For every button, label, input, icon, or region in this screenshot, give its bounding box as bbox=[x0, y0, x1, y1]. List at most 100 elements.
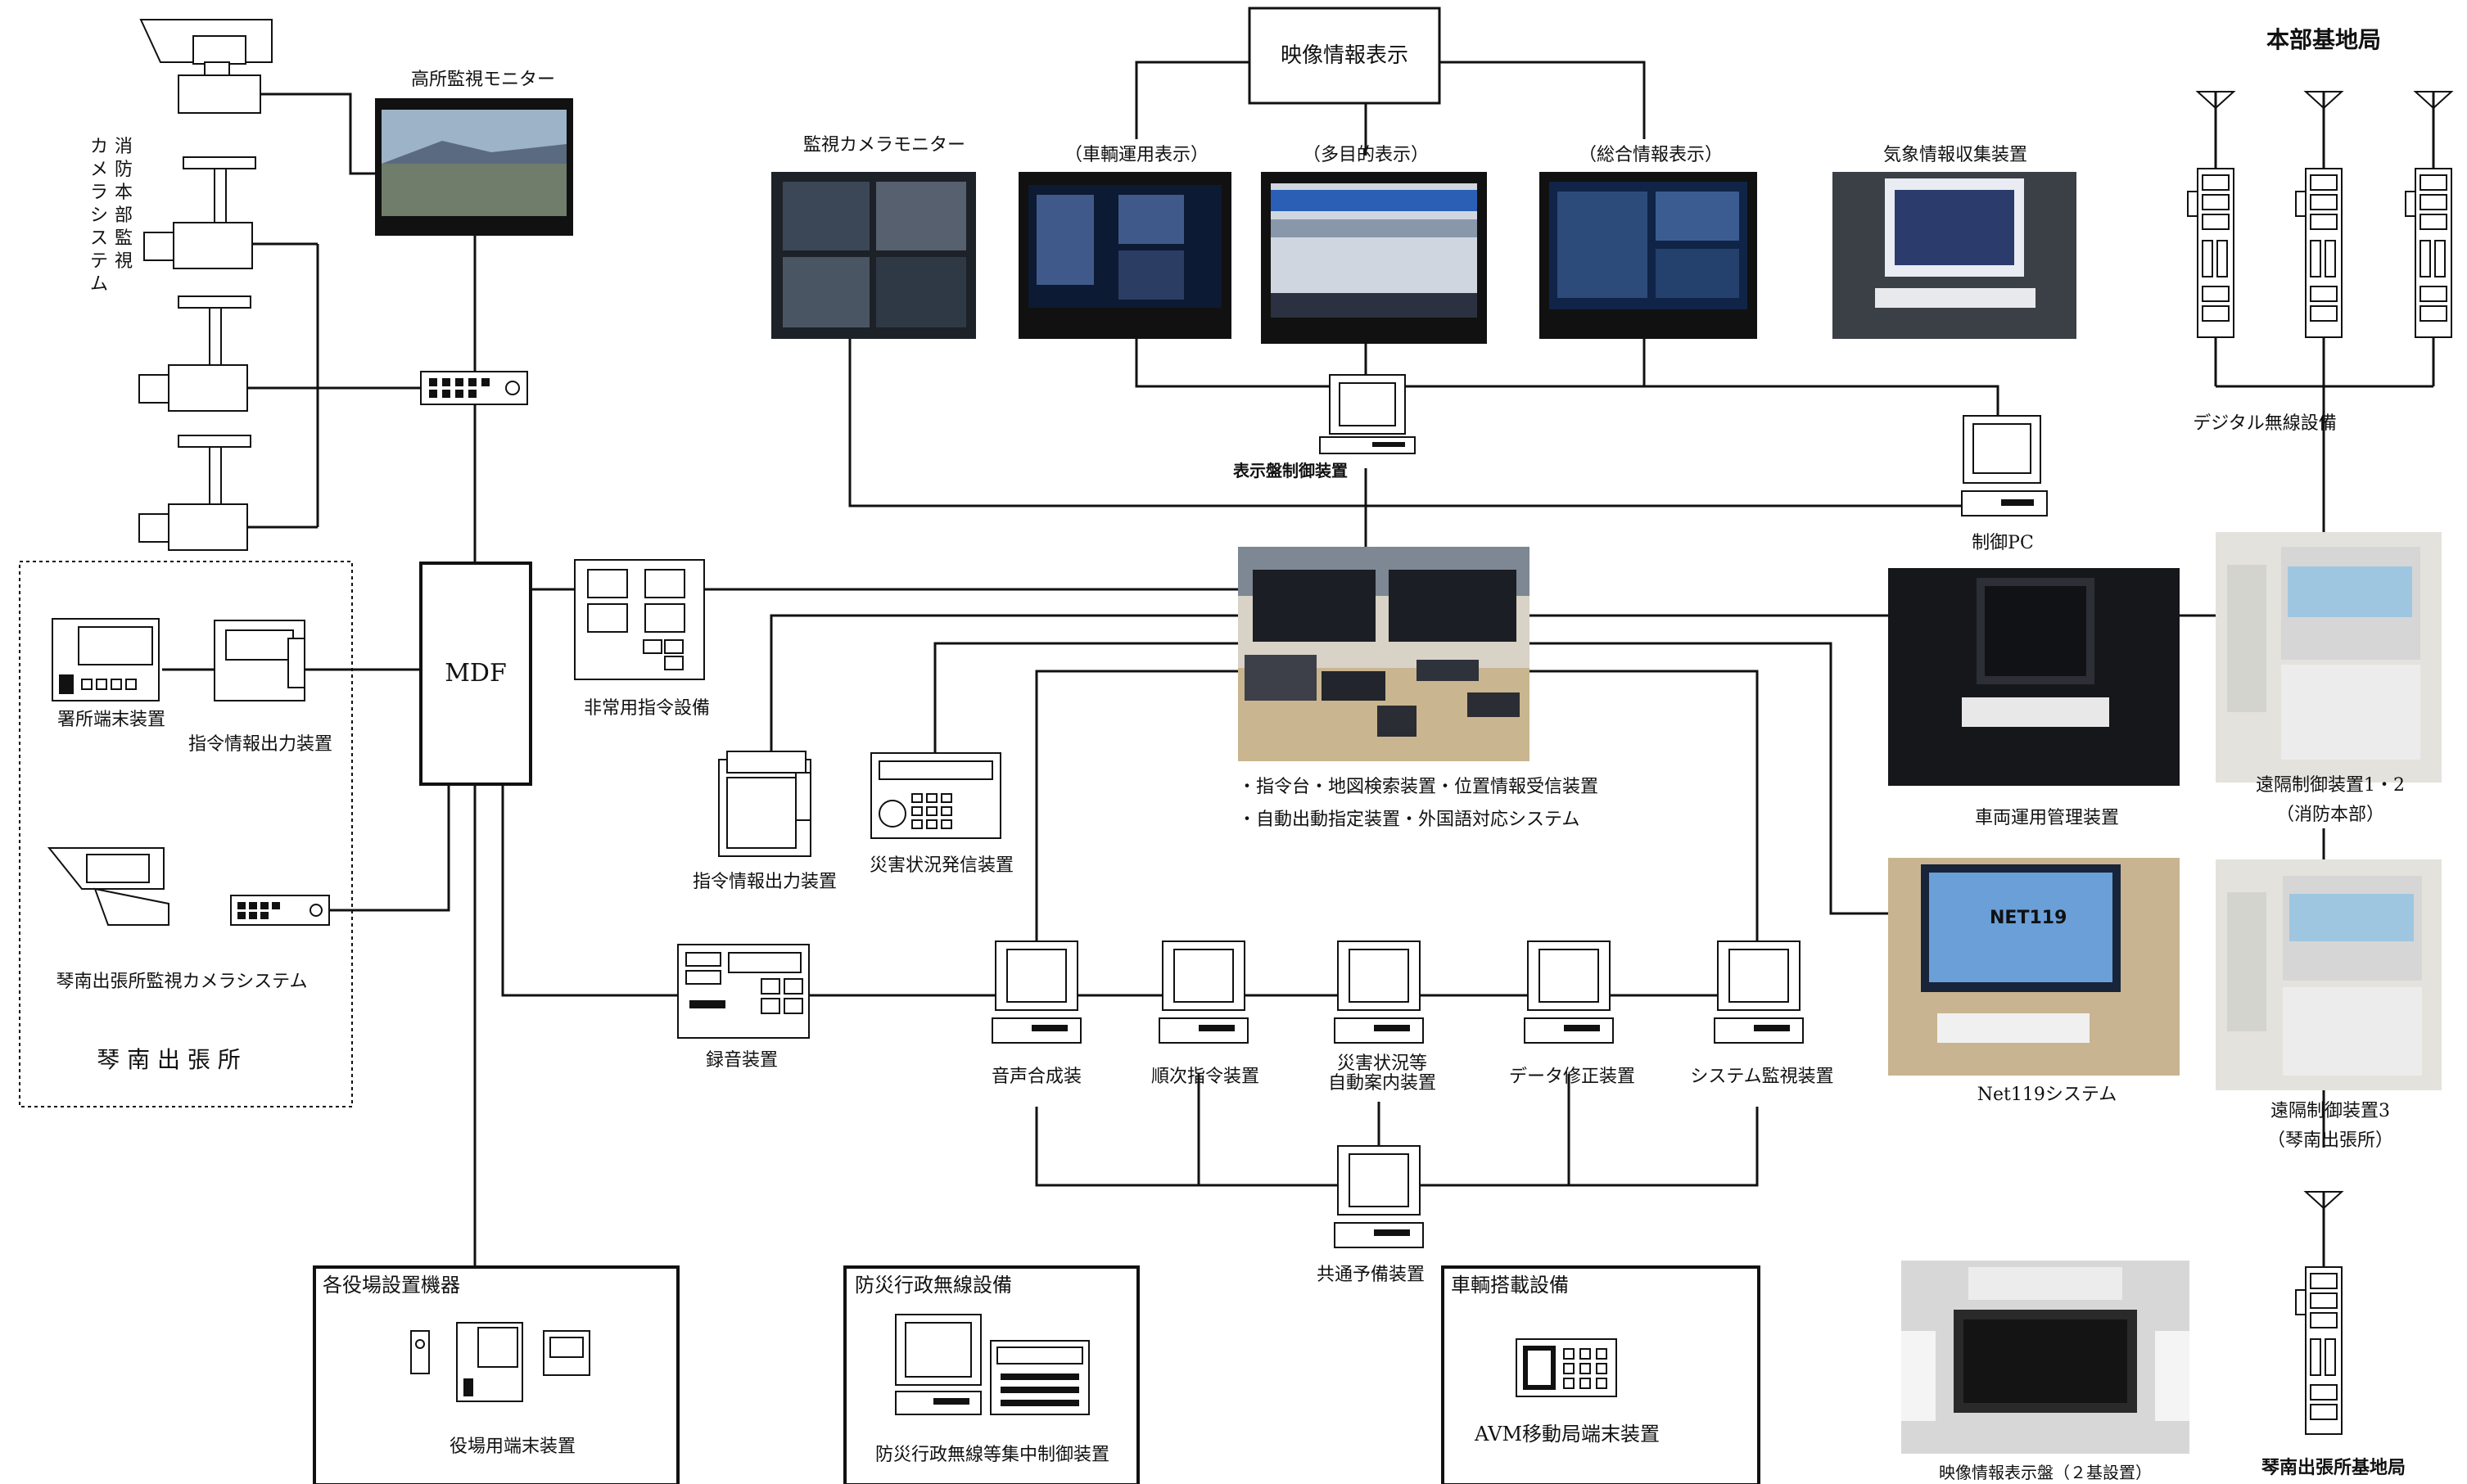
elevated-monitor: 高所監視モニター bbox=[375, 70, 573, 236]
workstation-voice-synth: 音声合成装 bbox=[992, 940, 1082, 1087]
disaster-radio-group: 防災行政無線設備 防災行政無線等集中制御装置 bbox=[843, 1265, 1140, 1484]
surveillance-monitor: 監視カメラモニター bbox=[771, 135, 976, 339]
workstation-system-monitor: システム監視装置 bbox=[1690, 940, 1834, 1087]
printer-icon: 指令情報出力装置 bbox=[188, 620, 332, 755]
radio-unit-icon bbox=[2295, 168, 2343, 338]
net119-photo: NET119 Net119システム bbox=[1888, 858, 2180, 1105]
radio-unit-icon bbox=[2405, 168, 2452, 338]
elevated-monitor-label: 高所監視モニター bbox=[411, 70, 555, 90]
vehicle-equipment-group: 車輌搭載設備 AVM移動局端末装置 bbox=[1441, 1265, 1760, 1484]
kotonami-base-station-label: 琴南出張所基地局 bbox=[2261, 1458, 2406, 1478]
kotonami-office-group: 署所端末装置 指令情報出力装置 琴南出張所監視カメラシステム 琴 南 出 張 所 bbox=[19, 561, 353, 1107]
vehicle-management-photo: 車両運用管理装置 bbox=[1888, 568, 2180, 828]
command-console-photo: ・指令台・地図検索装置・位置情報受信装置 ・自動出動指定装置・外国語対応システム bbox=[1238, 547, 1598, 830]
switch-icon bbox=[420, 371, 528, 405]
general-display-label: （総合情報表示） bbox=[1579, 145, 1723, 165]
video-display-panel-photo: 映像情報表示盤（２基設置） bbox=[1901, 1261, 2189, 1482]
recorder-label: 録音装置 bbox=[706, 1050, 778, 1071]
mdf-label: MDF bbox=[445, 659, 507, 688]
voice-synth-label: 音声合成装 bbox=[992, 1067, 1082, 1087]
pc-icon bbox=[1159, 940, 1249, 1044]
hq-base-station: 本部基地局 bbox=[2187, 26, 2454, 434]
disaster-auto-label-2: 自動案内装置 bbox=[1328, 1073, 1436, 1094]
weather-collector: 気象情報収集装置 bbox=[1832, 145, 2076, 339]
vehicle-operation-display: （車輌運用表示） bbox=[1019, 145, 1231, 339]
mdf: MDF bbox=[419, 562, 532, 786]
camera-icon bbox=[138, 435, 251, 551]
net119-screen-text: NET119 bbox=[1990, 908, 2067, 928]
avm-terminal-label: AVM移動局端末装置 bbox=[1474, 1423, 1660, 1446]
camera-icon bbox=[143, 156, 256, 269]
terminal-icon bbox=[410, 1322, 590, 1402]
multipurpose-display: （多目的表示） bbox=[1261, 145, 1487, 344]
printer-icon: 指令情報出力装置 bbox=[693, 751, 837, 892]
image-info-display: 映像情報表示 bbox=[1248, 7, 1441, 105]
recorder: 録音装置 bbox=[677, 944, 810, 1071]
remote-ctrl-3-label: 遠隔制御装置3 bbox=[2270, 1101, 2390, 1121]
control-pc: 制御PC bbox=[1961, 415, 2048, 553]
hq-base-station-label: 本部基地局 bbox=[2266, 26, 2381, 53]
camera-icon bbox=[47, 847, 169, 926]
image-info-display-label: 映像情報表示 bbox=[1281, 43, 1408, 68]
display-controller-label: 表示盤制御装置 bbox=[1233, 461, 1348, 480]
pc-icon bbox=[895, 1314, 982, 1415]
workstation-common-spare: 共通予備装置 bbox=[1317, 1145, 1425, 1285]
dispatch-printer-2-label: 指令情報出力装置 bbox=[693, 872, 837, 892]
command-desc-1: ・指令台・地図検索装置・位置情報受信装置 bbox=[1238, 777, 1598, 797]
pc-icon bbox=[1524, 940, 1614, 1044]
common-spare-label: 共通予備装置 bbox=[1317, 1265, 1425, 1285]
disaster-transmitter: 災害状況発信装置 bbox=[870, 752, 1014, 876]
vehicle-display-label: （車輌運用表示） bbox=[1064, 145, 1209, 165]
surveillance-monitor-label: 監視カメラモニター bbox=[803, 135, 965, 156]
display-controller-pc: 表示盤制御装置 bbox=[1233, 374, 1416, 480]
station-terminal-label: 署所端末装置 bbox=[57, 710, 165, 730]
disaster-radio-ctrl-label: 防災行政無線等集中制御装置 bbox=[875, 1445, 1109, 1465]
command-desc-2: ・自動出動指定装置・外国語対応システム bbox=[1238, 810, 1579, 830]
antenna-icon bbox=[2195, 91, 2236, 169]
system-monitor-label: システム監視装置 bbox=[1690, 1067, 1833, 1087]
pc-icon bbox=[1334, 1145, 1424, 1248]
remote-ctrl-3-sub: （琴南出張所） bbox=[2267, 1130, 2393, 1151]
kotonami-office-label: 琴 南 出 張 所 bbox=[97, 1046, 241, 1073]
vehicle-equipment-label: 車輌搭載設備 bbox=[1451, 1274, 1569, 1297]
hq-camera-system: 消防本部監視 カメラシステム bbox=[90, 19, 273, 551]
dispatch-printer-label: 指令情報出力装置 bbox=[188, 734, 332, 755]
pc-icon bbox=[1714, 940, 1804, 1044]
net119-label: Net119システム bbox=[1977, 1085, 2117, 1105]
hq-camera-label: 消防本部監視 カメラシステム bbox=[90, 137, 138, 295]
avm-terminal-icon bbox=[1516, 1338, 1617, 1397]
data-edit-label: データ修正装置 bbox=[1509, 1067, 1635, 1087]
pc-icon bbox=[1334, 940, 1424, 1044]
weather-collector-label: 気象情報収集装置 bbox=[1883, 145, 2027, 165]
radio-unit-icon bbox=[2187, 168, 2234, 338]
town-hall-terminal-label: 役場用端末装置 bbox=[450, 1437, 576, 1457]
workstation-sequential-dispatch: 順次指令装置 bbox=[1151, 940, 1259, 1087]
control-pc-label: 制御PC bbox=[1972, 533, 2034, 553]
disaster-transmitter-label: 災害状況発信装置 bbox=[870, 855, 1014, 876]
antenna-icon bbox=[2303, 91, 2344, 169]
disaster-radio-label: 防災行政無線設備 bbox=[855, 1274, 1012, 1297]
digital-radio-label: デジタル無線設備 bbox=[2193, 413, 2337, 434]
remote-control-3-photo: 遠隔制御装置3 （琴南出張所） bbox=[2216, 859, 2442, 1151]
camera-icon bbox=[139, 19, 273, 114]
workstation-disaster-auto: 災害状況等 自動案内装置 bbox=[1328, 940, 1436, 1094]
video-display-panel-label: 映像情報表示盤（２基設置） bbox=[1939, 1463, 2152, 1482]
remote-ctrl-12-sub: （消防本部） bbox=[2276, 805, 2384, 825]
station-terminal: 署所端末装置 bbox=[52, 618, 165, 730]
camera-icon bbox=[138, 295, 251, 412]
kotonami-camera-label: 琴南出張所監視カメラシステム bbox=[56, 972, 308, 992]
general-information-display: （総合情報表示） bbox=[1539, 145, 1757, 339]
antenna-icon bbox=[2413, 91, 2454, 169]
sequential-dispatch-label: 順次指令装置 bbox=[1151, 1067, 1259, 1087]
vehicle-mgmt-label: 車両運用管理装置 bbox=[1975, 808, 2119, 828]
town-hall-equipment-label: 各役場設置機器 bbox=[323, 1274, 460, 1297]
remote-control-1-2-photo: 遠隔制御装置1・2 （消防本部） bbox=[2216, 532, 2442, 825]
radio-unit-icon bbox=[2295, 1266, 2343, 1435]
radio-console-icon bbox=[990, 1340, 1090, 1415]
emergency-dispatch: 非常用指令設備 bbox=[574, 559, 710, 719]
pc-icon bbox=[992, 940, 1082, 1044]
remote-ctrl-12-label: 遠隔制御装置1・2 bbox=[2256, 775, 2405, 796]
antenna-icon bbox=[2303, 1191, 2344, 1267]
